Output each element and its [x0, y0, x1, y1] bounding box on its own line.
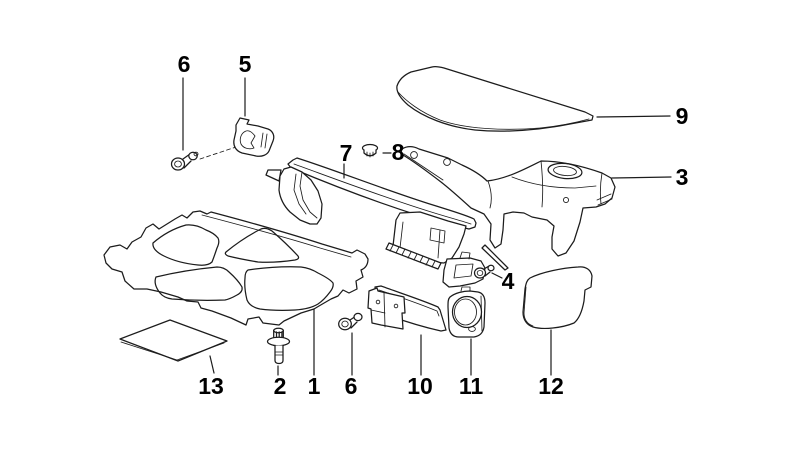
flange-line — [480, 295, 483, 332]
bracket — [367, 287, 406, 330]
part-5-bracket-drawing — [233, 117, 275, 157]
part-2-expanding-rivet-drawing — [266, 327, 291, 365]
outline — [522, 266, 593, 329]
screw-hole — [410, 151, 418, 159]
callout-6-top[interactable]: 6 — [178, 51, 191, 77]
left-flap — [278, 166, 323, 225]
pocket-bottom-left — [154, 266, 243, 301]
bracket-hole — [393, 303, 399, 309]
part-13-insulation-pad-drawing — [119, 319, 228, 362]
outline — [119, 319, 228, 362]
part-7-firewall-insulation-drawing — [265, 157, 509, 288]
shaft-rings — [274, 351, 284, 356]
small-hole — [468, 326, 476, 332]
callout-9[interactable]: 9 — [676, 103, 689, 129]
head — [338, 317, 352, 331]
pocket-top-left — [152, 224, 220, 266]
thickness-line — [397, 91, 590, 130]
edge-ridge — [201, 214, 352, 258]
callout-4[interactable]: 4 — [502, 268, 515, 294]
screw-hole — [562, 196, 570, 204]
part-9-shelf-insulation-drawing — [396, 65, 594, 132]
shaft — [274, 345, 284, 365]
fold-lines — [403, 153, 603, 209]
left-tab — [265, 169, 282, 182]
callout-7[interactable]: 7 — [340, 140, 353, 166]
oval-hole-inner — [553, 165, 577, 177]
bracket-fold — [370, 292, 386, 328]
support-rod — [481, 244, 509, 271]
callout-10[interactable]: 10 — [407, 373, 433, 399]
inner-cut — [239, 130, 256, 150]
foot-bracket-u-cut — [453, 251, 474, 279]
callout-3[interactable]: 3 — [676, 164, 689, 190]
band-inner-line — [293, 163, 472, 225]
callout-11[interactable]: 11 — [459, 373, 484, 399]
oval-hole — [547, 162, 583, 180]
left-flap-depth-lines — [293, 171, 318, 219]
head-ribs — [273, 329, 284, 340]
leader-3 — [611, 176, 672, 179]
part-12-insulation-pad-drawing — [522, 266, 593, 329]
part-4-screw-drawing — [473, 264, 495, 279]
sill-strip-hatching — [389, 244, 436, 268]
alignment-dashed-line — [199, 146, 237, 160]
thickness-line — [523, 286, 534, 327]
callout-5[interactable]: 5 — [239, 51, 252, 77]
leader-9 — [596, 115, 671, 118]
head-inner — [476, 270, 484, 276]
tip — [487, 264, 495, 272]
top-tab — [460, 286, 471, 292]
part-1-hood-insulation-drawing — [103, 210, 369, 326]
leader-13 — [209, 355, 215, 374]
part-6-screw-bottom-drawing — [338, 312, 363, 331]
outline — [233, 117, 275, 157]
head — [170, 157, 186, 171]
outline — [400, 146, 616, 257]
part-3-side-insulation-drawing — [400, 146, 616, 257]
callout-12[interactable]: 12 — [538, 373, 564, 399]
plate — [447, 290, 486, 338]
tip — [353, 312, 363, 322]
large-hole-inner — [454, 298, 477, 326]
part-11-grommet-plate-drawing — [447, 286, 486, 338]
bracket-hole — [375, 299, 381, 305]
bottom-edge-double-line — [596, 193, 613, 206]
right-flap-details — [399, 221, 446, 259]
ribs — [260, 132, 268, 149]
outline — [396, 65, 594, 132]
foot-bracket — [442, 257, 486, 288]
callout-leader-lines — [182, 77, 672, 376]
callout-labels: 6 5 7 8 9 3 4 13 2 1 6 10 11 12 — [178, 51, 689, 399]
part-6-screw-top-drawing — [170, 146, 237, 171]
part-10-insulation-sheet-drawing — [367, 285, 447, 332]
head — [473, 267, 487, 279]
pocket-bottom-right — [244, 266, 334, 311]
leader-4 — [491, 272, 503, 279]
thickness-line — [120, 341, 225, 361]
head-inner — [174, 160, 182, 168]
outline — [103, 210, 369, 326]
ribs — [366, 151, 374, 158]
callout-8[interactable]: 8 — [392, 139, 405, 165]
callout-6-bottom[interactable]: 6 — [345, 373, 358, 399]
callout-13[interactable]: 13 — [198, 373, 224, 399]
callout-2[interactable]: 2 — [274, 373, 287, 399]
tip-end — [193, 151, 199, 157]
callout-1[interactable]: 1 — [308, 373, 321, 399]
pocket-top-right — [224, 227, 300, 263]
part-8-cap-nut-drawing — [361, 143, 379, 158]
head-inner — [341, 320, 349, 328]
screw-hole — [443, 158, 451, 166]
